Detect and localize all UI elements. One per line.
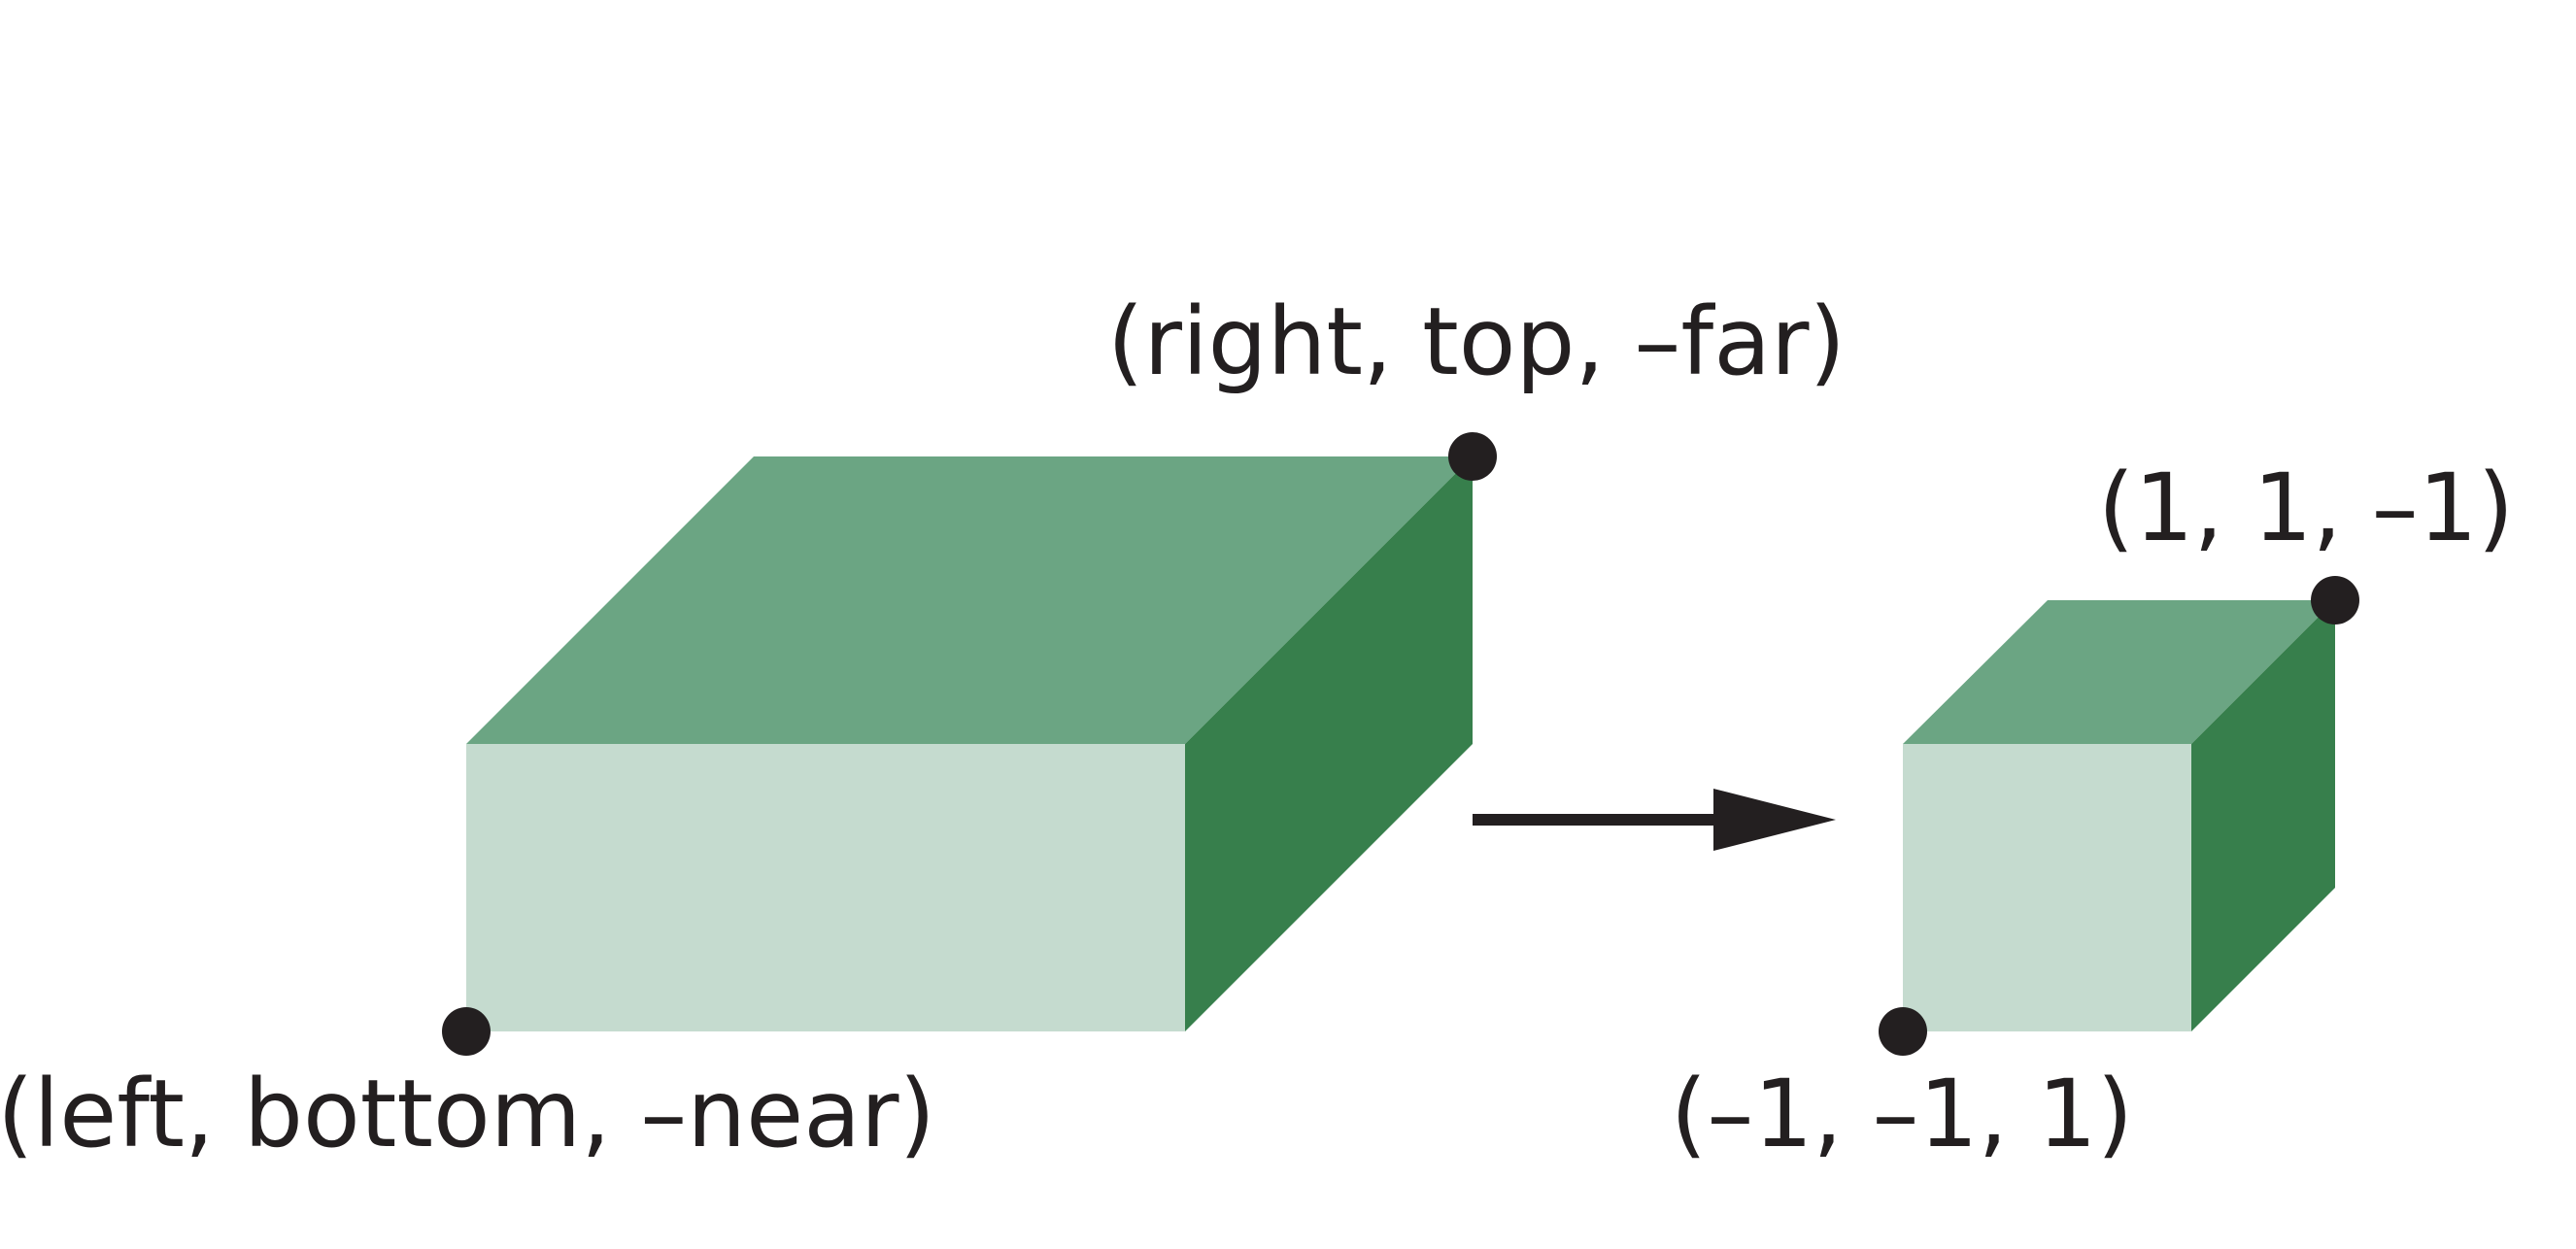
- label-right-top-far: (right, top, –far): [1107, 287, 1846, 396]
- canonical-cube-bottom-corner-point: [1879, 1007, 1927, 1056]
- view-volume-top-face: [466, 456, 1473, 744]
- large-box-bottom-corner-point: [442, 1007, 491, 1056]
- view-volume-side-face: [1185, 456, 1473, 1031]
- canonical-cube-top-corner-point: [2311, 576, 2359, 624]
- large-box-top-corner-point: [1448, 432, 1497, 481]
- canonical-cube: [1903, 600, 2335, 1031]
- canonical-cube-side-face: [2191, 600, 2335, 1031]
- label-1-1-minus1: (1, 1, –1): [2098, 454, 2514, 562]
- canonical-cube-top-face: [1903, 600, 2335, 744]
- view-volume-front-face: [466, 744, 1185, 1031]
- transform-arrow: [1473, 789, 1836, 851]
- canonical-cube-front-face: [1903, 744, 2191, 1031]
- view-volume-box: [466, 456, 1473, 1031]
- label-left-bottom-near: (left, bottom, –near): [0, 1060, 935, 1168]
- label-minus1-minus1-1: (–1, –1, 1): [1671, 1060, 2133, 1168]
- arrow-head: [1713, 789, 1836, 851]
